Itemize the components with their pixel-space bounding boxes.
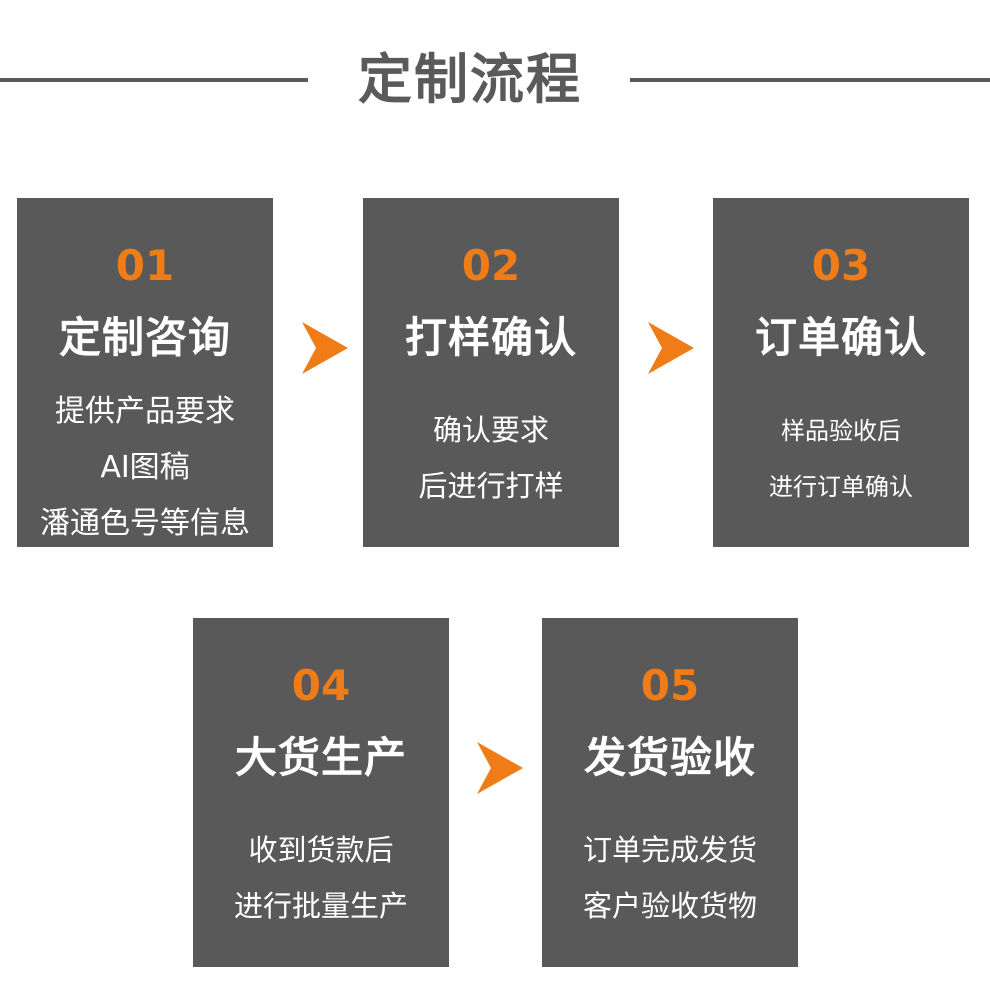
step-description: 订单完成发货 客户验收货物 — [542, 822, 798, 934]
step-card-04: 04 大货生产 收到货款后 进行批量生产 — [193, 618, 449, 967]
step-description: 样品验收后 进行订单确认 — [713, 403, 969, 515]
step-description-line: 后进行打样 — [418, 469, 564, 503]
step-number: 02 — [461, 241, 521, 290]
step-heading: 定制咨询 — [58, 313, 231, 362]
step-description-line: 收到货款后 — [248, 833, 394, 867]
step-description-line: 客户验收货物 — [582, 889, 757, 923]
step-description-line: 订单完成发货 — [582, 833, 757, 867]
chevron-right-icon — [477, 742, 523, 794]
step-description-line: 样品验收后 — [781, 417, 901, 445]
step-number: 04 — [291, 661, 351, 710]
step-description-line: 进行批量生产 — [233, 889, 408, 923]
step-number: 03 — [811, 241, 871, 290]
step-card-02: 02 打样确认 确认要求 后进行打样 — [363, 198, 619, 547]
step-description: 收到货款后 进行批量生产 — [193, 822, 449, 934]
step-card-05: 05 发货验收 订单完成发货 客户验收货物 — [542, 618, 798, 967]
chevron-right-icon — [302, 322, 348, 374]
step-description-line: 进行订单确认 — [769, 473, 913, 501]
chevron-right-icon — [648, 322, 694, 374]
step-description-line: AI图稿 — [100, 450, 190, 485]
step-card-01: 01 定制咨询 提供产品要求 AI图稿 潘通色号等信息 — [17, 198, 273, 547]
step-heading: 大货生产 — [234, 733, 407, 782]
step-heading: 发货验收 — [583, 733, 756, 782]
step-number: 01 — [115, 241, 175, 290]
step-heading: 打样确认 — [404, 313, 577, 362]
page-title: 定制流程 — [358, 48, 582, 111]
title-divider-left — [0, 78, 308, 82]
title-row: 定制流程 — [0, 40, 990, 120]
step-number: 05 — [640, 661, 700, 710]
step-description-line: 潘通色号等信息 — [40, 506, 250, 541]
step-description-line: 提供产品要求 — [55, 394, 235, 429]
step-card-03: 03 订单确认 样品验收后 进行订单确认 — [713, 198, 969, 547]
step-description: 提供产品要求 AI图稿 潘通色号等信息 — [17, 384, 273, 552]
title-divider-right — [630, 78, 990, 82]
step-description-line: 确认要求 — [432, 413, 549, 447]
step-heading: 订单确认 — [754, 313, 927, 362]
step-description: 确认要求 后进行打样 — [363, 402, 619, 514]
